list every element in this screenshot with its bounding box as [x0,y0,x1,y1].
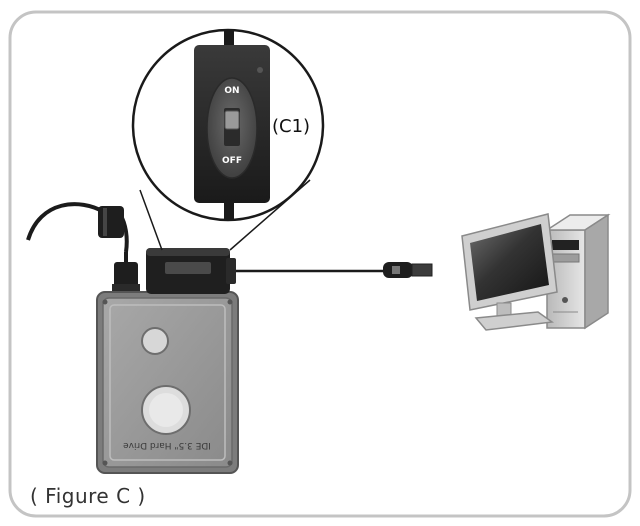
switch-callout-label: (C1) [272,116,310,137]
figure-caption: ( Figure C ) [30,484,146,508]
drive-label: IDE 3.5" Hard Drive [123,440,211,450]
power-cable [26,202,140,292]
usb-cable [236,262,433,278]
switch-off-label: OFF [222,156,242,166]
ferrite-core [98,206,124,238]
pc-screen [470,224,549,301]
usb-adapter [146,248,236,294]
switch-magnifier: ON OFF (C1) [131,28,325,222]
drive-small-hub [141,327,169,355]
desktop-computer [461,213,611,331]
ide-hard-drive: IDE 3.5" Hard Drive [96,291,239,474]
switch-on-label: ON [224,86,239,96]
power-switch-slider[interactable] [224,110,240,130]
